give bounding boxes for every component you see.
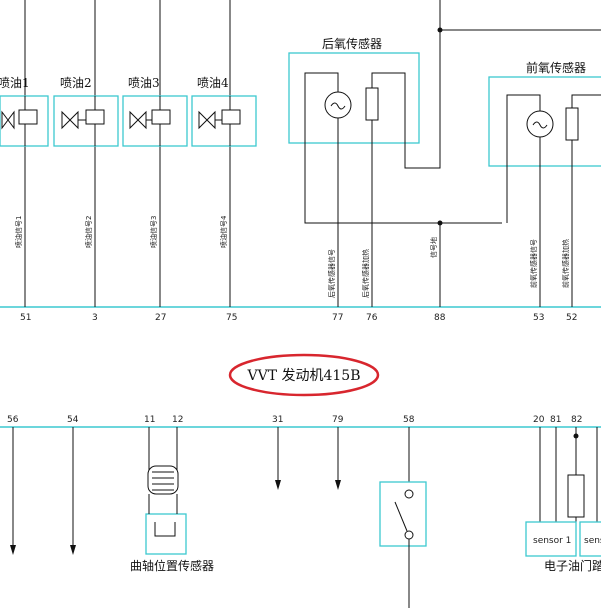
bottom-pin-12: 12: [172, 415, 183, 425]
ground-signal-label: 信号地: [429, 237, 438, 258]
injector-1-signal: 喷油信号1: [14, 216, 23, 248]
injector-2-signal: 喷油信号2: [84, 216, 93, 248]
injector-4-pin: 75: [226, 313, 237, 323]
crank-position-sensor: 11 12 曲轴位置传感器: [130, 415, 214, 573]
rear-o2-pin-1: 77: [332, 313, 343, 323]
injector-2-pin: 3: [92, 313, 98, 323]
bottom-pin-20: 20: [533, 415, 545, 425]
center-title: VVT 发动机415B: [246, 368, 360, 384]
rear-o2-heater-icon: [365, 87, 379, 121]
bottom-wire-79: 79: [332, 415, 344, 490]
injector-1-pin: 51: [20, 313, 31, 323]
front-o2-pin-1: 53: [533, 313, 544, 323]
center-title-group: VVT 发动机415B: [228, 353, 380, 397]
title-highlight-ellipse: [228, 353, 380, 397]
injector-2: 喷油2 喷油信号2 3: [53, 0, 119, 323]
rear-o2-pin-2: 76: [366, 313, 378, 323]
front-o2-signal-2: 前氧传感器加热: [561, 239, 570, 288]
bottom-wire-54: 54: [67, 415, 79, 555]
injector-4-signal: 喷油信号4: [219, 215, 228, 248]
front-o2-sensor: 前氧传感器 前氧传感器信号 前氧传感器加热 53 52: [488, 60, 601, 323]
bottom-wire-31: 31: [272, 415, 283, 490]
injector-3-signal: 喷油信号3: [149, 216, 158, 248]
bottom-pin-81: 81: [550, 415, 561, 425]
bottom-pin-31: 31: [272, 415, 283, 425]
injector-1-label: 喷油1: [0, 76, 30, 90]
crank-coil-icon: [147, 465, 179, 495]
ground-pin: 88: [434, 313, 446, 323]
injector-3-pin: 27: [155, 313, 166, 323]
switch-58: 58: [379, 415, 427, 608]
signal-ground: 信号地 88: [429, 27, 601, 323]
bottom-pin-79: 79: [332, 415, 344, 425]
throttle-sensor2-label: sens: [584, 536, 601, 546]
bottom-pin-54: 54: [67, 415, 79, 425]
front-o2-pin-2: 52: [566, 313, 577, 323]
throttle-pedal: sensor 1 sens 电子油门踏板 20 81 82: [525, 415, 601, 573]
injector-1: 喷油1 喷油信号1 51: [0, 0, 49, 323]
injector-2-label: 喷油2: [60, 76, 92, 90]
rear-o2-sensor: 后氧传感器 后氧传感器信号 后氧传感器加热 77 76: [288, 0, 502, 323]
injector-4-label: 喷油4: [197, 76, 229, 90]
rear-o2-signal-2: 后氧传感器加热: [361, 249, 370, 298]
crank-sensor-label: 曲轴位置传感器: [130, 558, 214, 573]
bottom-pin-58: 58: [403, 415, 415, 425]
throttle-label: 电子油门踏板: [544, 558, 601, 573]
front-o2-heater-icon: [565, 107, 579, 141]
front-o2-label: 前氧传感器: [526, 60, 586, 75]
injector-3: 喷油3 喷油信号3 27: [122, 0, 188, 323]
rear-o2-signal-1: 后氧传感器信号: [327, 249, 336, 298]
bottom-wire-56: 56: [7, 415, 19, 555]
injector-4: 喷油4 喷油信号4 75: [191, 0, 257, 323]
bottom-pin-11: 11: [144, 415, 155, 425]
rear-o2-label: 后氧传感器: [322, 36, 382, 51]
front-o2-signal-1: 前氧传感器信号: [529, 239, 538, 288]
injector-3-label: 喷油3: [128, 76, 160, 90]
switch-contact-icon: [394, 501, 408, 532]
bottom-pin-56: 56: [7, 415, 19, 425]
bottom-pin-82: 82: [571, 415, 582, 425]
throttle-sensor1-label: sensor 1: [533, 536, 571, 546]
